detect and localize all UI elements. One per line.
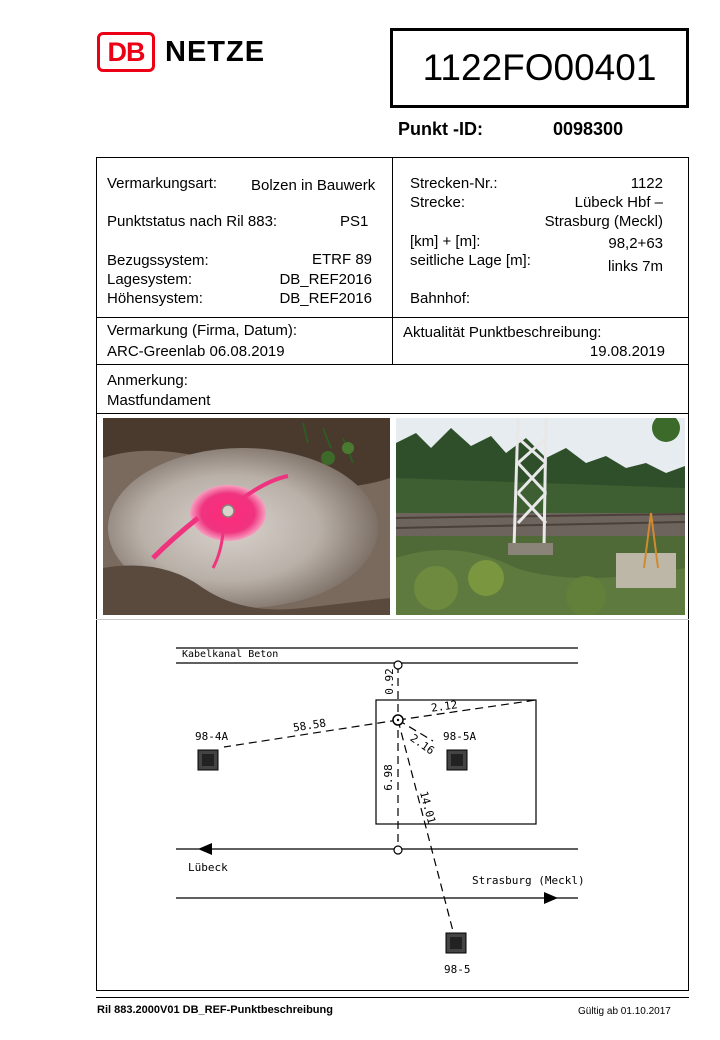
punkt-id-label: Punkt -ID: xyxy=(398,119,483,139)
point-98-4a-label: 98-4A xyxy=(195,730,229,743)
strecken-nr-label: Strecken-Nr.: xyxy=(410,175,498,192)
luebeck-label: Lübeck xyxy=(188,861,228,874)
km-label: [km] + [m]: xyxy=(410,233,481,250)
lagesystem-value: DB_REF2016 xyxy=(279,271,372,288)
punkt-id-value: 0098300 xyxy=(553,119,624,139)
db-logo-text: NETZE xyxy=(165,36,266,68)
distance-6-98: 6.98 xyxy=(381,764,395,791)
bahnhof-label: Bahnhof: xyxy=(410,290,471,307)
seitliche-lage-value: links 7m xyxy=(607,258,663,275)
bezugssystem-label: Bezugssystem: xyxy=(107,252,209,269)
lagesystem-label: Lagesystem: xyxy=(107,271,193,288)
strecke-value-2: Strasburg (Meckl) xyxy=(544,213,663,230)
divider xyxy=(96,413,689,414)
vermarkung-value: ARC-Greenlab 06.08.2019 xyxy=(107,343,285,360)
strecken-nr-value: 1122 xyxy=(630,175,663,192)
hoehensystem-value: DB_REF2016 xyxy=(279,290,372,307)
footer-rule xyxy=(96,997,689,998)
vermarkungsart-label: Vermarkungsart: xyxy=(107,175,218,192)
bezugssystem-value: ETRF 89 xyxy=(311,251,372,268)
hoehensystem-label: Höhensystem: xyxy=(107,290,203,307)
aktualitaet-label: Aktualität Punktbeschreibung: xyxy=(403,324,602,341)
db-logo-mark: DB xyxy=(97,32,155,72)
strasburg-label: Strasburg (Meckl) xyxy=(472,874,585,887)
kabelkanal-label: Kabelkanal Beton xyxy=(182,649,279,660)
anmerkung-label: Anmerkung: xyxy=(107,372,188,389)
distance-0-92: 0.92 xyxy=(382,668,396,695)
location-sketch xyxy=(176,647,578,954)
divider xyxy=(96,619,689,620)
site-overview-photo xyxy=(396,418,685,615)
vermarkungsart-value: Bolzen in Bauwerk xyxy=(251,177,376,194)
punktstatus-label: Punktstatus nach Ril 883: xyxy=(107,213,278,230)
marker-closeup-photo xyxy=(103,418,390,615)
km-value: 98,2+63 xyxy=(608,235,663,252)
footer-document-name: Ril 883.2000V01 DB_REF-Punktbeschreibung xyxy=(97,1004,333,1016)
point-98-5a-label: 98-5A xyxy=(443,730,477,743)
divider xyxy=(392,157,393,365)
strecke-label: Strecke: xyxy=(410,194,466,211)
vermarkung-label: Vermarkung (Firma, Datum): xyxy=(107,322,298,339)
aktualitaet-value: 19.08.2019 xyxy=(589,343,665,360)
punktstatus-value: PS1 xyxy=(340,213,369,230)
document-id: 1122FO00401 xyxy=(390,28,689,108)
anmerkung-value: Mastfundament xyxy=(107,392,211,409)
seitliche-lage-label: seitliche Lage [m]: xyxy=(410,252,531,269)
strecke-value-1: Lübeck Hbf – xyxy=(574,194,663,211)
point-98-5-label: 98-5 xyxy=(444,963,471,976)
footer-validity: Gültig ab 01.10.2017 xyxy=(578,1006,671,1017)
